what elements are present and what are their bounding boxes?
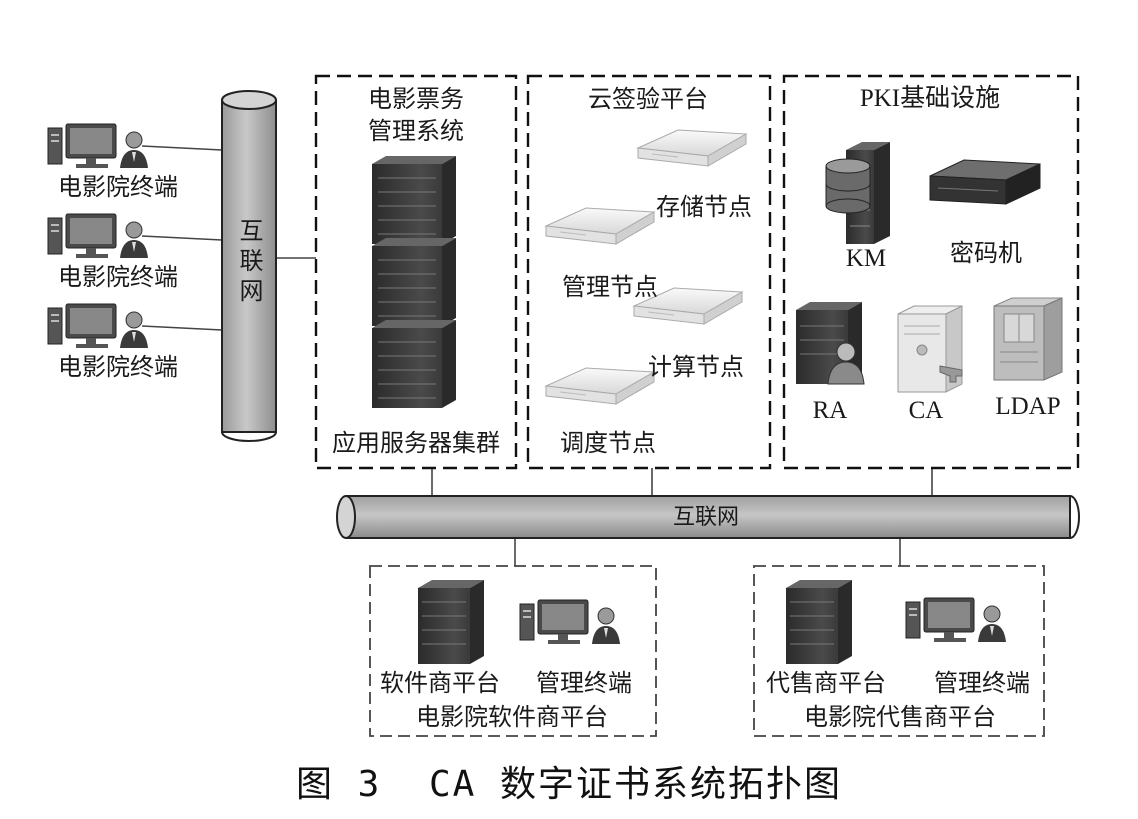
app-server-icon-1 xyxy=(371,155,457,245)
agent-platform-server-icon xyxy=(786,580,852,664)
km-label: KM xyxy=(845,245,887,272)
ldap-server-icon xyxy=(993,297,1063,381)
cinema-terminal-icon-3 xyxy=(47,303,149,349)
ra-server-icon xyxy=(796,302,865,385)
agent-terminal-label: 管理终端 xyxy=(934,669,1030,697)
cinema-terminal-icon-2 xyxy=(47,213,149,259)
software-terminal-icon xyxy=(519,599,621,645)
internet-bus-cylinder xyxy=(336,495,1080,539)
cinema-terminal-label-3: 电影院终端 xyxy=(58,353,178,381)
figure-title: CA 数字证书系统拓扑图 xyxy=(429,764,843,805)
km-server-icon xyxy=(825,142,890,244)
software-platform-server-icon xyxy=(418,580,484,664)
software-vendor-title: 电影院软件商平台 xyxy=(416,703,608,731)
management-node-label: 管理节点 xyxy=(562,273,658,301)
ca-server-icon xyxy=(897,305,963,393)
app-server-cluster-label: 应用服务器集群 xyxy=(332,429,500,457)
ra-label: RA xyxy=(812,397,848,424)
scheduling-node-label: 调度节点 xyxy=(560,429,656,457)
scheduling-node-icon xyxy=(545,367,655,405)
ca-label: CA xyxy=(908,397,944,424)
pki-box xyxy=(782,74,1080,470)
software-terminal-label: 管理终端 xyxy=(536,669,632,697)
agent-terminal-icon xyxy=(905,597,1007,643)
crypto-machine-icon xyxy=(929,159,1041,205)
storage-node-label: 存储节点 xyxy=(656,193,752,221)
compute-node-label: 计算节点 xyxy=(648,353,744,381)
crypto-machine-label: 密码机 xyxy=(950,239,1022,267)
storage-node-icon xyxy=(637,129,747,167)
internet-vertical-label: 互联网 xyxy=(235,218,263,308)
figure-number: 图 3 xyxy=(295,764,382,805)
cloud-platform-box xyxy=(526,74,772,470)
cinema-terminal-label-2: 电影院终端 xyxy=(58,263,178,291)
ticket-system-box xyxy=(314,74,518,470)
pki-title: PKI基础设施 xyxy=(859,85,1001,112)
software-platform-label: 软件商平台 xyxy=(380,669,500,697)
ticket-system-title-line1: 电影票务 xyxy=(368,85,464,113)
connection-lines xyxy=(141,145,933,566)
agent-box xyxy=(753,565,1045,737)
app-server-icon-3 xyxy=(371,319,457,409)
management-node-icon xyxy=(545,207,655,245)
app-server-icon-2 xyxy=(371,237,457,327)
internet-vertical-cylinder xyxy=(221,90,277,442)
ticket-system-title-line2: 管理系统 xyxy=(368,117,464,145)
internet-bus-label: 互联网 xyxy=(672,505,740,530)
cloud-platform-title: 云签验平台 xyxy=(588,85,708,113)
software-vendor-box xyxy=(369,565,657,737)
cinema-terminal-icon-1 xyxy=(47,123,149,169)
agent-title: 电影院代售商平台 xyxy=(804,703,996,731)
agent-platform-label: 代售商平台 xyxy=(766,669,886,697)
ldap-label: LDAP xyxy=(995,393,1061,420)
cinema-terminal-label-1: 电影院终端 xyxy=(58,173,178,201)
figure-caption: 图 3 CA 数字证书系统拓扑图 xyxy=(0,755,1138,807)
